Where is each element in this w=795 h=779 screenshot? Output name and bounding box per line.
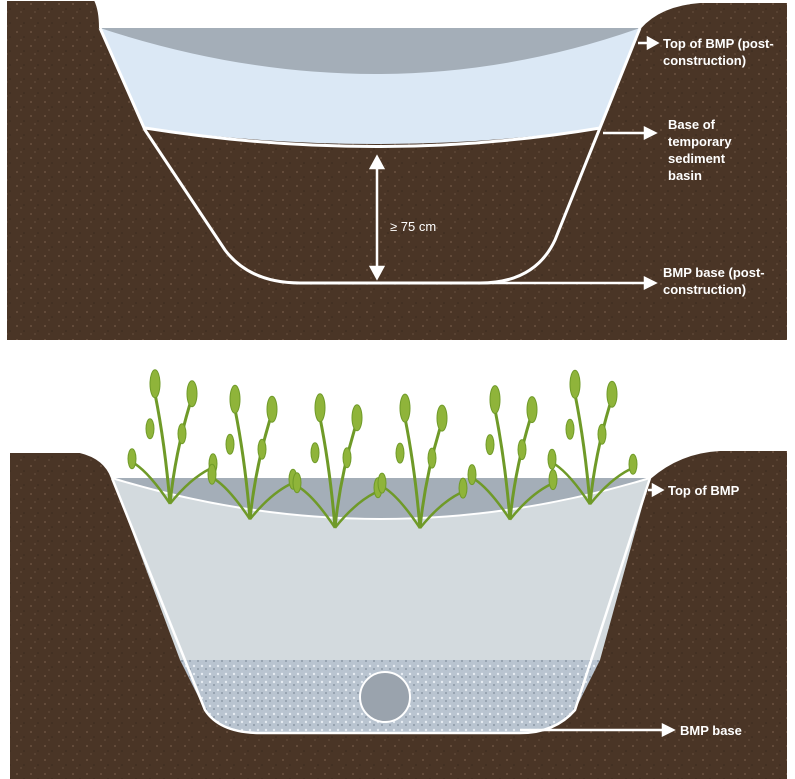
- label-min-depth: ≥ 75 cm: [390, 219, 437, 234]
- label-bmp-base: BMP base: [680, 723, 742, 738]
- label-arrows-bottom: [520, 482, 676, 738]
- underdrain-pipe: [359, 671, 411, 723]
- label-top-of-bmp-post-construction: Top of BMP (post-construction): [663, 36, 774, 68]
- label-top-of-bmp: Top of BMP: [668, 483, 740, 498]
- water-surface-shade: [100, 28, 640, 74]
- ponding-surface-line: [111, 477, 651, 520]
- plant-icon: [207, 384, 298, 521]
- plant-icon: [547, 369, 638, 506]
- plant-icon: [377, 393, 468, 529]
- filter-media: [112, 478, 650, 660]
- label-bmp-base-post-construction: BMP base (post-construction): [663, 265, 765, 297]
- plants: [127, 369, 638, 529]
- label-base-of-temporary-basin: Base of temporary sediment basin: [668, 117, 732, 183]
- label-arrows-top: [480, 35, 660, 291]
- sediment-basin-base-line: [144, 126, 601, 148]
- plant-icon: [467, 385, 558, 521]
- bmp-outline-top: [98, 27, 642, 285]
- plant-icon: [292, 393, 383, 529]
- depth-arrow: [368, 154, 386, 281]
- bmp-outline-bottom: [110, 477, 652, 735]
